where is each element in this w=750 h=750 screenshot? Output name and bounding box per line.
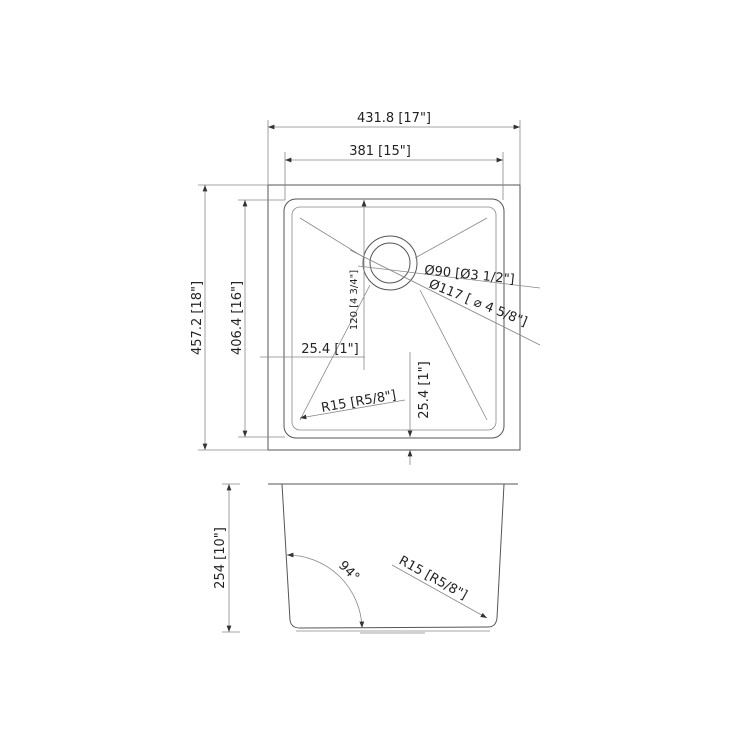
bowl-width-label: 381 [15"] [349,144,411,159]
leader-line [391,564,488,619]
drain-flange [362,235,418,291]
top-view: 431.8 [17"] 381 [15"] 457.2 [18"] 406.4 … [190,111,541,465]
overall-length-label: 457.2 [18"] [190,281,205,355]
angle-arc [286,552,365,629]
depth-label: 254 [10"] [213,527,228,589]
side-corner-radius-label: R15 [R5/8"] [396,553,470,603]
slope-line [299,217,366,259]
sink-outer-outline [267,184,521,451]
wall-angle-label: 94° [335,558,362,585]
slope-line [299,284,371,421]
side-view: 254 [10"] 94° R15 [R5/8"] [213,483,518,634]
bowl-outline [283,198,505,439]
leader-line [349,249,541,346]
overall-width-label: 431.8 [17"] [357,111,431,126]
slope-line [414,217,488,259]
corner-radius-label: R15 [R5/8"] [320,388,397,416]
bowl-profile [281,483,505,629]
bowl-bottom-outline [291,206,497,431]
bowl-length-label: 406.4 [16"] [230,281,245,355]
side-offset-label: 25.4 [1"] [301,342,358,357]
slope-line [419,289,488,421]
leader-line [299,399,406,420]
drain-hole [369,242,411,284]
leader-line [357,265,541,289]
drain-offset-label: 120 [4 3/4"] [349,270,360,330]
bottom-offset-label: 25.4 [1"] [417,361,432,418]
